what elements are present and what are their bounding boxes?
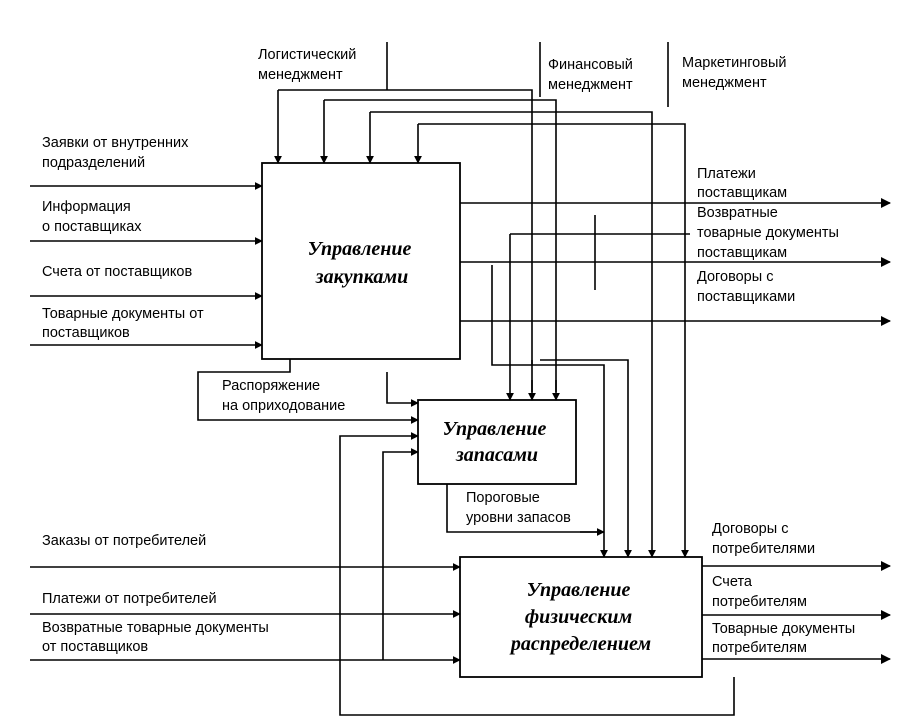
box-procurement-line1: Управление (308, 238, 412, 260)
control-arrows-inventory (506, 234, 560, 401)
control-arrows-distribution (491, 215, 628, 557)
box-inventory-line1: Управление (443, 418, 547, 440)
distribution-outputs: Договоры с потребителями Счета потребите… (702, 521, 891, 664)
input-returned-goods-docs: Возвратные товарные документы от поставщ… (42, 620, 273, 655)
svg-text:Логистический менеджмент: Логистический менеджмент (258, 47, 360, 83)
procurement-outputs: Платежи поставщикам Возвратные товарные … (460, 166, 891, 326)
control-arrows-procurement (274, 89, 689, 558)
input-supplier-info: Информация о поставщиках (42, 199, 142, 235)
output-customer-contracts: Договоры с потребителями (712, 521, 815, 557)
control-finance: Финансовый менеджмент (539, 42, 637, 97)
box-procurement-line2: закупками (315, 266, 408, 288)
inventory-to-distribution: Пороговые уровни запасов (446, 484, 605, 536)
output-supplier-payments: Платежи поставщикам (697, 166, 787, 201)
box-procurement: Управление закупками (261, 162, 461, 360)
output-customer-goods-docs: Товарные документы потребителям (712, 621, 859, 656)
svg-text:Маркетинговый менеджмент: Маркетинговый менеджмент (682, 55, 791, 91)
input-supplier-goods-docs: Товарные документы от поставщиков (42, 306, 208, 341)
svg-text:Управление закупками: Управление закупками (308, 238, 417, 288)
input-customer-payments: Платежи от потребителей (42, 591, 217, 607)
box-distribution: Управление физическим распределением (459, 556, 703, 678)
svg-text:Управление физическим: Управление физическим распределением (509, 579, 651, 655)
box-inventory: Управление запасами (417, 399, 577, 485)
box-inventory-line2: запасами (455, 444, 538, 466)
procurement-inputs: Заявки от внутренних подразделений Инфор… (30, 135, 263, 349)
label-stock-thresholds: Пороговые уровни запасов (466, 490, 571, 526)
output-supplier-contracts: Договоры с поставщиками (697, 269, 795, 305)
distribution-inputs: Заказы от потребителей Платежи от потреб… (30, 533, 461, 664)
svg-text:Финансовый менеджмент: Финансовый менеджмент (548, 57, 637, 93)
output-customer-invoices: Счета потребителям (712, 574, 807, 610)
control-logistics: Логистический менеджмент (258, 42, 388, 90)
input-requests: Заявки от внутренних подразделений (42, 135, 192, 171)
box-distribution-line2: физическим (525, 606, 633, 628)
output-returned-docs: Возвратные товарные документы поставщика… (697, 205, 843, 261)
box-distribution-line3: распределением (509, 633, 651, 655)
input-customer-orders: Заказы от потребителей (42, 533, 206, 549)
box-distribution-line1: Управление (527, 579, 631, 601)
control-marketing: Маркетинговый менеджмент (667, 42, 791, 107)
input-supplier-invoices: Счета от поставщиков (42, 264, 192, 280)
label-receipt-order: Распоряжение на оприходование (222, 378, 345, 414)
procurement-to-inventory: Распоряжение на оприходование (197, 359, 419, 424)
inventory-feedback (339, 432, 735, 716)
svg-text:Управление запасами: Управление запасами (443, 418, 552, 466)
